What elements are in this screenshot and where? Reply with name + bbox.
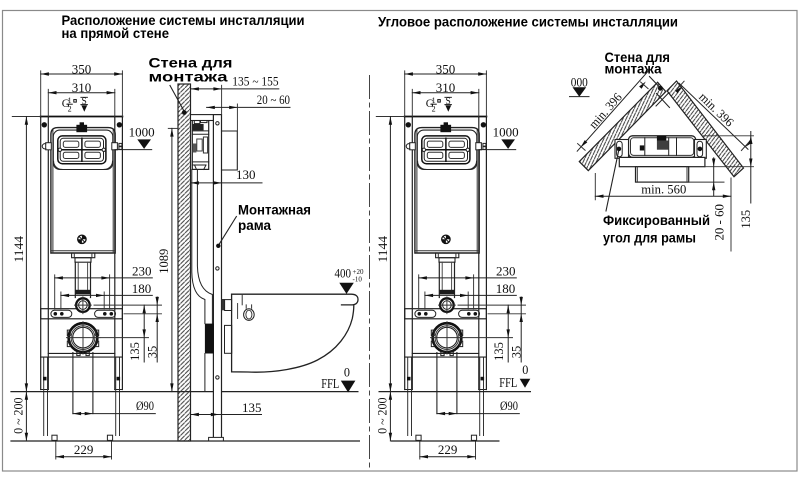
svg-text:на прямой стене: на прямой стене [62, 26, 170, 41]
svg-text:000: 000 [571, 74, 588, 89]
svg-text:Монтажная: Монтажная [238, 203, 311, 218]
svg-text:180: 180 [132, 281, 152, 296]
svg-text:135 ~ 155: 135 ~ 155 [232, 74, 278, 88]
svg-text:+20: +20 [353, 268, 364, 276]
svg-text:229: 229 [74, 442, 94, 457]
svg-text:G: G [62, 98, 70, 110]
svg-text:20 ~ 60: 20 ~ 60 [257, 93, 290, 107]
svg-text:135: 135 [128, 342, 142, 361]
svg-text:монтажа: монтажа [605, 62, 663, 77]
svg-text:0: 0 [344, 365, 350, 379]
svg-text:1000: 1000 [129, 124, 155, 139]
svg-text:0 ~ 200: 0 ~ 200 [12, 398, 26, 434]
svg-text:130: 130 [236, 167, 256, 182]
svg-text:FFL: FFL [321, 376, 339, 391]
svg-text:2: 2 [68, 104, 72, 113]
svg-text:Стена для: Стена для [605, 50, 671, 65]
svg-text:135: 135 [242, 400, 262, 415]
svg-text:S: S [82, 97, 87, 107]
svg-text:400: 400 [335, 266, 352, 280]
svg-text:min. 560: min. 560 [641, 183, 686, 197]
svg-text:монтажа: монтажа [149, 70, 229, 85]
svg-text:Расположение системы инсталля: Расположение системы инсталляции [62, 13, 305, 28]
svg-text:-10: -10 [353, 275, 363, 283]
svg-text:рама: рама [238, 218, 272, 233]
svg-text:Ø90: Ø90 [136, 398, 154, 413]
svg-text:350: 350 [72, 62, 92, 77]
svg-text:1: 1 [68, 96, 72, 105]
svg-text:1144: 1144 [11, 235, 26, 262]
svg-text:Угловое расположение системы и: Угловое расположение системы инсталляции [378, 15, 678, 30]
svg-text:Стена для: Стена для [149, 56, 233, 71]
svg-text:230: 230 [132, 264, 152, 279]
svg-text:Фиксированный: Фиксированный [603, 213, 710, 229]
svg-text:угол для рамы: угол для рамы [603, 230, 696, 246]
svg-text:FFL: FFL [499, 375, 517, 390]
svg-text:135: 135 [739, 210, 753, 229]
svg-text:1089: 1089 [156, 249, 171, 274]
svg-text:20 - 60: 20 - 60 [713, 204, 727, 241]
svg-text:0: 0 [522, 363, 528, 377]
svg-text:310: 310 [72, 80, 92, 95]
svg-text:35: 35 [146, 346, 160, 359]
